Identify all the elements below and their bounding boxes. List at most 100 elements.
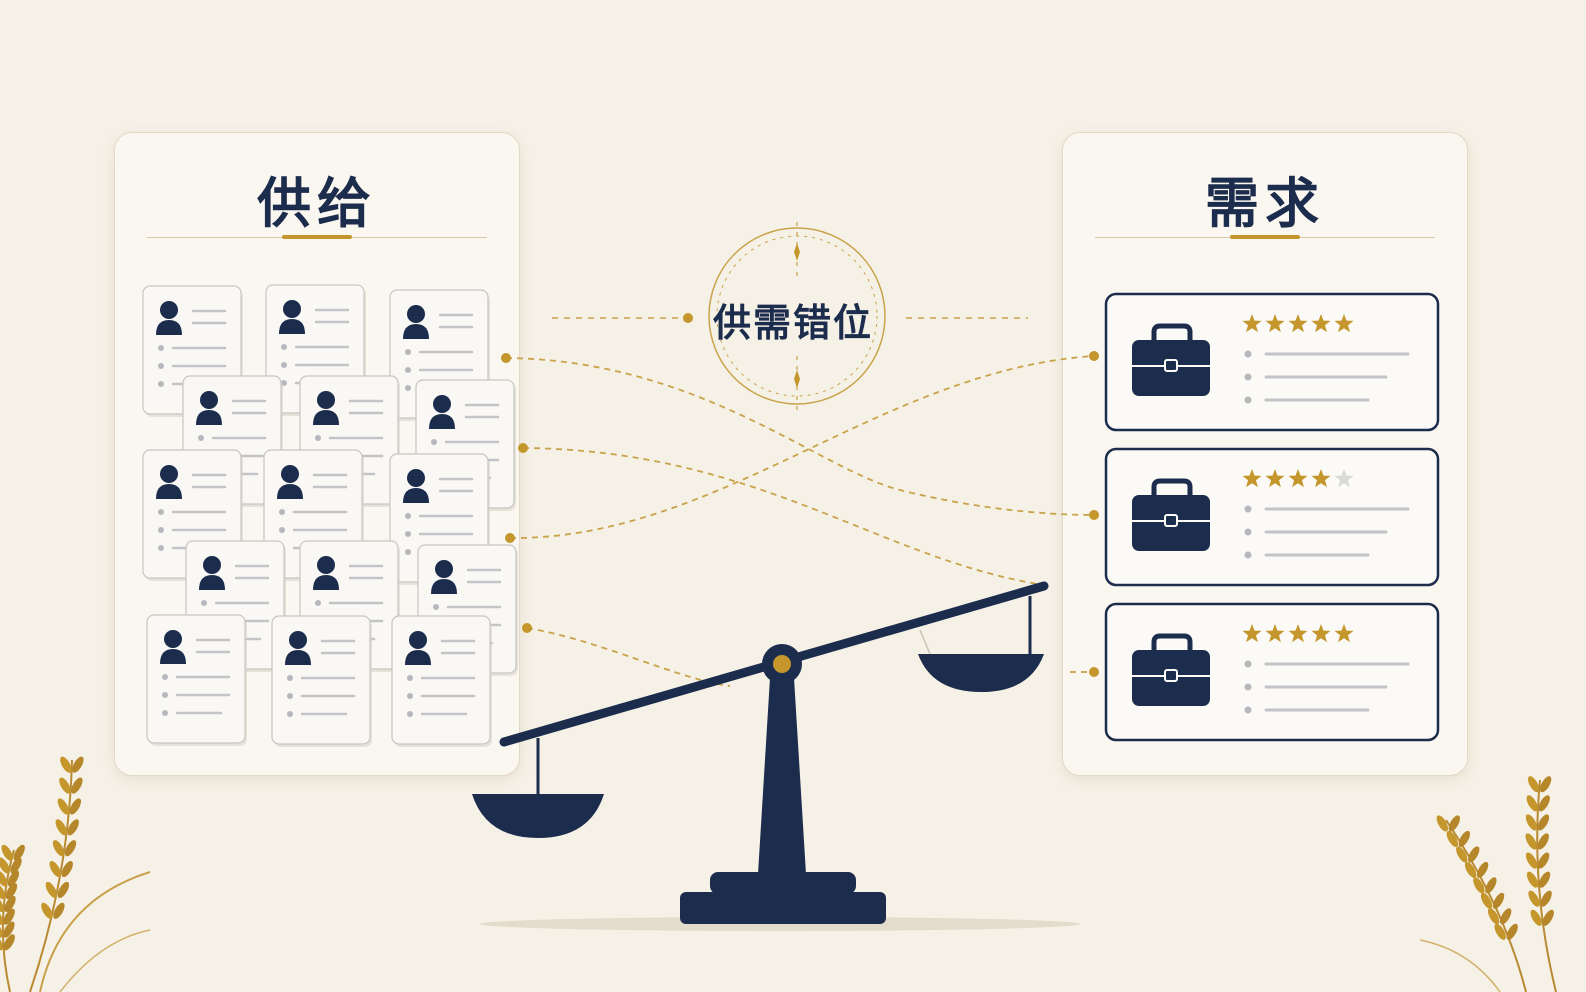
wheat-grain xyxy=(1473,877,1485,894)
person-icon-body xyxy=(199,575,225,590)
wheat-grain xyxy=(7,870,20,887)
resume-bullet xyxy=(405,513,411,519)
wheat-grain xyxy=(52,840,65,857)
connector-dots xyxy=(501,351,1099,677)
resume-bullet xyxy=(407,711,413,717)
resume-bullet xyxy=(158,345,164,351)
scale-base-bottom xyxy=(680,892,886,924)
person-icon xyxy=(405,631,431,665)
wheat-stem xyxy=(1419,939,1501,992)
resume-bullet xyxy=(279,527,285,533)
wheat-grain xyxy=(1530,909,1542,926)
balance-scale-icon xyxy=(472,581,1049,924)
briefcase-icon xyxy=(1132,323,1210,396)
wheat-grain xyxy=(1506,923,1518,940)
resume-bullet xyxy=(158,381,164,387)
person-icon-head xyxy=(164,630,182,648)
resume-bullet xyxy=(405,549,411,555)
resume-card-stack xyxy=(142,284,518,747)
scale-pillar xyxy=(758,678,806,874)
wheat-grain xyxy=(1468,846,1480,863)
resume-bullet xyxy=(201,600,207,606)
mismatch-diamond-top xyxy=(794,243,800,261)
person-icon-head xyxy=(283,300,301,318)
wheat-grain xyxy=(64,840,77,857)
resume-bullet xyxy=(158,527,164,533)
star-icon xyxy=(1288,624,1308,643)
star-icon xyxy=(1334,624,1354,643)
resume-bullet xyxy=(287,693,293,699)
star-icon xyxy=(1311,624,1331,643)
wheat-grain xyxy=(69,798,82,815)
wheat-grain xyxy=(45,881,58,898)
star-icon xyxy=(1334,314,1354,333)
wheat-grain xyxy=(10,857,22,874)
resume-card-body xyxy=(391,615,491,745)
wheat-grain xyxy=(1525,852,1538,869)
person-icon-body xyxy=(431,579,457,594)
resume-bullet xyxy=(405,367,411,373)
star-icon xyxy=(1265,314,1285,333)
wheat-grain xyxy=(59,777,71,794)
wheat-grain xyxy=(1525,814,1538,831)
wheat-grain xyxy=(61,860,73,878)
star-icon xyxy=(1265,469,1285,488)
wheat-grain xyxy=(1540,890,1552,907)
connector-1 xyxy=(505,357,1095,516)
briefcase-handle xyxy=(1151,478,1193,495)
demand-title: 需求 xyxy=(1205,171,1325,235)
wheat-grain xyxy=(0,883,6,900)
person-icon xyxy=(196,391,222,425)
job-bullet xyxy=(1244,350,1252,358)
resume-bullet xyxy=(407,675,413,681)
wheat-grain xyxy=(67,819,79,836)
wheat-grain xyxy=(1527,776,1540,793)
person-icon xyxy=(313,391,339,425)
briefcase-clasp xyxy=(1164,669,1178,682)
wheat-grain xyxy=(1537,833,1549,850)
mismatch-ring-outer xyxy=(708,227,886,405)
person-icon-body xyxy=(403,324,429,339)
resume-bullet xyxy=(433,604,439,610)
wheat-grain xyxy=(57,798,70,815)
scale-pan-right xyxy=(918,654,1044,692)
person-icon xyxy=(156,465,182,499)
job-bullet xyxy=(1244,396,1252,404)
resume-bullet xyxy=(162,674,168,680)
connector-2 xyxy=(522,447,1045,586)
wheat-grain xyxy=(1494,923,1506,940)
job-card-list xyxy=(1104,292,1440,742)
resume-bullet xyxy=(431,439,437,445)
job-bullet xyxy=(1244,706,1252,714)
person-icon xyxy=(403,305,429,339)
wheat-grain xyxy=(60,756,72,773)
wheat-grain xyxy=(53,902,65,919)
person-icon-body xyxy=(279,319,305,334)
person-icon-body xyxy=(313,575,339,590)
connector-3 xyxy=(509,355,1095,539)
resume-bullet xyxy=(315,435,321,441)
resume-bullet xyxy=(281,362,287,368)
job-bullet xyxy=(1244,551,1252,559)
wheat-grain xyxy=(71,777,83,794)
wheat-grain xyxy=(1436,815,1448,832)
wheat-grain xyxy=(1538,795,1550,812)
job-bullet xyxy=(1244,528,1252,536)
person-icon-body xyxy=(156,484,182,499)
person-icon-head xyxy=(160,465,178,483)
person-icon xyxy=(313,556,339,590)
wheat-stem xyxy=(39,871,151,992)
wheat-stem xyxy=(59,929,151,992)
person-icon xyxy=(285,631,311,665)
mismatch-connectors xyxy=(505,355,1095,687)
resume-bullet xyxy=(287,711,293,717)
job-bullet xyxy=(1244,373,1252,381)
resume-bullet xyxy=(162,692,168,698)
briefcase-icon xyxy=(1132,478,1210,551)
person-icon xyxy=(429,395,455,429)
job-bullet xyxy=(1244,683,1252,691)
wheat-icon xyxy=(0,756,151,992)
connector-4 xyxy=(526,627,731,687)
supply-divider-accent xyxy=(282,235,352,239)
connector-dot xyxy=(1089,667,1099,677)
